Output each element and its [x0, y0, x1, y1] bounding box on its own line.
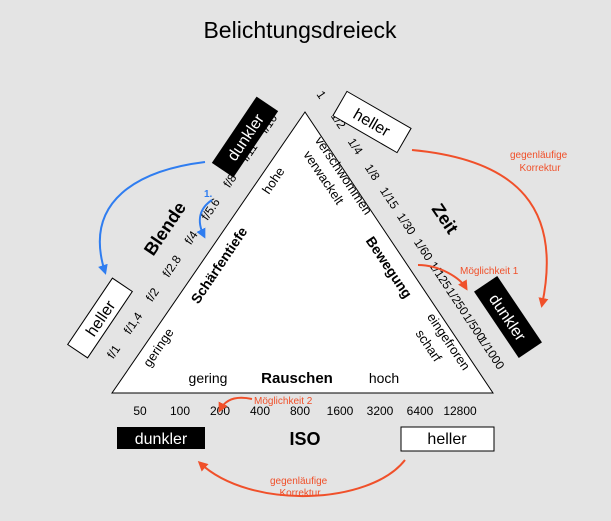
shutter-label: Zeit	[428, 200, 462, 238]
aperture-value: f/1,4	[121, 309, 146, 336]
aperture-step-marker: 1.	[204, 189, 213, 200]
iso-option-label: Möglichkeit 2	[254, 396, 313, 407]
iso-brighter-label: heller	[427, 431, 467, 448]
iso-counter-arrow	[197, 459, 406, 497]
iso-value: 3200	[367, 404, 394, 418]
shutter-counter-correction: gegenläufige Korrektur	[510, 150, 570, 174]
noise-low: gering	[189, 370, 228, 386]
shutter-option-label: Möglichkeit 1	[460, 266, 519, 277]
iso-value: 50	[133, 404, 147, 418]
iso-darker-box: dunkler	[117, 427, 205, 449]
noise-high: hoch	[369, 370, 399, 386]
aperture-brighter-arrow	[98, 161, 206, 275]
iso-value: 6400	[407, 404, 434, 418]
iso-option-arrow	[218, 396, 253, 413]
iso-brighter-box: heller	[400, 426, 495, 452]
aperture-value: f/2	[143, 285, 162, 304]
iso-scale: 50 100 200 400 800 1600 3200 6400 12800	[133, 404, 477, 418]
aperture-step-arrow	[196, 199, 213, 239]
iso-value: 200	[210, 404, 230, 418]
aperture-label: Blende	[140, 198, 190, 259]
shutter-value: 1/8	[362, 161, 383, 183]
noise-label: Rauschen	[261, 370, 333, 387]
iso-darker-label: dunkler	[135, 431, 188, 448]
shutter-value: 1/60	[411, 236, 436, 263]
shutter-value: 1/1000	[475, 334, 507, 373]
aperture-value: f/1	[104, 342, 123, 361]
shutter-darker-box: dunkler	[474, 276, 542, 358]
aperture-value: f/4	[182, 228, 201, 247]
shutter-counter-arrow	[411, 149, 549, 308]
shutter-option-arrow	[417, 264, 468, 291]
aperture-value: f/2.8	[159, 252, 184, 279]
iso-value: 12800	[443, 404, 477, 418]
shutter-value: 1/15	[377, 184, 402, 211]
aperture-brighter-box: heller	[66, 277, 134, 359]
shutter-value: 1	[314, 88, 330, 102]
shutter-value: 1/4	[345, 136, 366, 158]
shutter-value: 1/30	[394, 210, 419, 237]
iso-counter-correction: gegenläufige Korrektur	[270, 476, 330, 499]
iso-value: 400	[250, 404, 270, 418]
iso-label: ISO	[289, 429, 320, 449]
triangle	[111, 111, 494, 394]
iso-value: 100	[170, 404, 190, 418]
page-title: Belichtungsdreieck	[203, 17, 397, 43]
shutter-brighter-box: heller	[332, 90, 412, 154]
iso-value: 800	[290, 404, 310, 418]
iso-value: 1600	[327, 404, 354, 418]
